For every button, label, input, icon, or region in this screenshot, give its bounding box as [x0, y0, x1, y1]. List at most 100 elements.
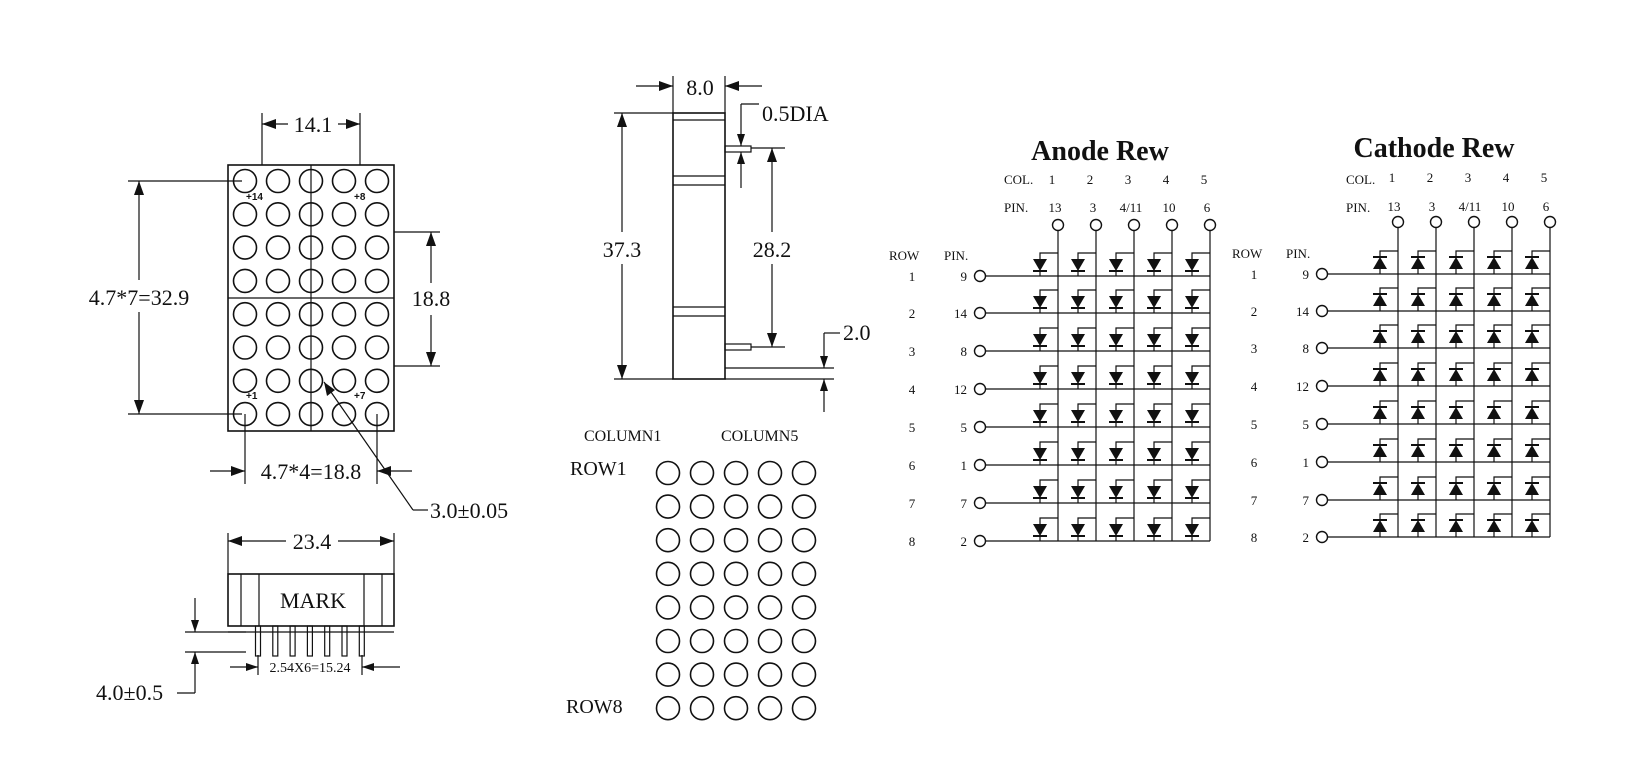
cathode-col-pin-3: 4/11 [1459, 199, 1482, 214]
diode-lead [1531, 400, 1550, 407]
diode-lead [1039, 479, 1058, 486]
cathode-row-pin-4: 12 [1296, 379, 1309, 394]
led-diode-icon [1449, 369, 1463, 381]
led-diode-icon [1411, 294, 1425, 306]
column-terminal [1051, 218, 1065, 232]
dim-37-3-arrow-top [617, 113, 627, 127]
anode-col-pin-4: 10 [1163, 200, 1176, 215]
diode-lead [1077, 441, 1096, 448]
led-diode-icon [1147, 296, 1161, 308]
led-diode-icon [1033, 296, 1047, 308]
dim-pinpitch-arrow-left [246, 663, 258, 671]
diode-lead [1153, 479, 1172, 486]
diode-lead [1531, 250, 1550, 257]
dim-pitch-label: 4.7*4=18.8 [261, 459, 361, 484]
anode-row-num-6: 6 [909, 458, 916, 473]
cathode-row-pin-1: 9 [1303, 267, 1310, 282]
anode-row-pin-header: PIN. [944, 248, 968, 263]
front-led-dot [298, 401, 324, 427]
diode-lead [1417, 400, 1436, 407]
diode-lead [1077, 479, 1096, 486]
led-diode-icon [1147, 259, 1161, 271]
anode-row-num-4: 4 [909, 382, 916, 397]
layout-led-dot [791, 695, 817, 721]
dim-32-9-arrow-top [134, 181, 144, 195]
led-diode-icon [1525, 294, 1539, 306]
layout-led-dot [791, 460, 817, 486]
led-diode-icon [1185, 410, 1199, 422]
anode-col-pin-2: 3 [1090, 200, 1097, 215]
diode-lead [1531, 287, 1550, 294]
dim-pinlen-label: 4.0±0.5 [96, 680, 163, 705]
led-diode-icon [1109, 410, 1123, 422]
led-diode-icon [1033, 448, 1047, 460]
diode-lead [1153, 403, 1172, 410]
cathode-col-pin-2: 3 [1429, 199, 1436, 214]
layout-led-dot [757, 695, 783, 721]
dim-8-0-arrow-right [725, 81, 739, 91]
layout-led-dot [655, 494, 681, 519]
cathode-col-num-2: 2 [1427, 170, 1434, 185]
layout-led-dot [689, 494, 715, 519]
cathode-schematic: Cathode Rew COL. PIN. ROW PIN. 1 2 3 4 5… [1232, 133, 1557, 545]
anode-row-pin-4: 12 [954, 382, 967, 397]
front-led-dot [364, 368, 390, 394]
cathode-row-pin-6: 1 [1303, 455, 1310, 470]
cathode-row-num-3: 3 [1251, 341, 1258, 356]
dim-23-4-arrow-left [228, 536, 242, 546]
diode-lead [1531, 513, 1550, 520]
row-terminal [973, 269, 987, 283]
diode-lead [1115, 289, 1134, 296]
dim-37-3-arrow-bottom [617, 365, 627, 379]
row8-label: ROW8 [566, 696, 623, 718]
diode-lead [1153, 327, 1172, 334]
led-diode-icon [1487, 520, 1501, 532]
led-diode-icon [1487, 257, 1501, 269]
led-diode-icon [1373, 483, 1387, 495]
layout-led-dot [655, 527, 681, 553]
led-diode-icon [1185, 486, 1199, 498]
led-diode-icon [1487, 294, 1501, 306]
led-diode-icon [1525, 520, 1539, 532]
dim-pinpitch-arrow-right [362, 663, 374, 671]
led-diode-icon [1411, 520, 1425, 532]
led-diode-icon [1033, 486, 1047, 498]
diode-lead [1379, 513, 1398, 520]
diode-lead [1455, 438, 1474, 445]
front-led-dot [265, 301, 291, 327]
anode-row-pin-8: 2 [961, 534, 968, 549]
led-diode-icon [1411, 257, 1425, 269]
column-terminal [1127, 218, 1141, 232]
led-diode-icon [1411, 445, 1425, 457]
diode-lead [1493, 324, 1512, 331]
led-diode-icon [1033, 334, 1047, 346]
layout-dot-grid [655, 460, 817, 721]
led-diode-icon [1071, 486, 1085, 498]
led-diode-icon [1373, 331, 1387, 343]
led-diode-icon [1449, 331, 1463, 343]
side-view: 8.0 0.5DIA 37.3 28.2 2.0 [603, 75, 871, 412]
diode-lead [1417, 513, 1436, 520]
layout-led-dot [791, 561, 817, 587]
diode-lead [1379, 476, 1398, 483]
anode-title: Anode Rew [1031, 136, 1169, 167]
led-diode-icon [1147, 410, 1161, 422]
pin-label-8: +8 [354, 192, 366, 203]
layout-led-dot [689, 695, 715, 721]
led-diode-icon [1185, 524, 1199, 536]
column-terminal [1543, 215, 1557, 229]
row-terminal [973, 496, 987, 510]
dim-23-4-label: 23.4 [293, 529, 332, 554]
front-led-dot [265, 235, 291, 260]
led-diode-icon [1373, 369, 1387, 381]
dim-2-0-arrow-top [820, 356, 828, 368]
dim-8-0-arrow-left [659, 81, 673, 91]
led-diode-icon [1185, 259, 1199, 271]
diode-lead [1417, 287, 1436, 294]
diode-lead [1115, 403, 1134, 410]
layout-led-dot [689, 628, 715, 654]
front-led-dot [364, 168, 390, 194]
dim-8-0-label: 8.0 [686, 75, 714, 100]
anode-row-pin-6: 1 [961, 458, 968, 473]
diode-lead [1455, 362, 1474, 369]
